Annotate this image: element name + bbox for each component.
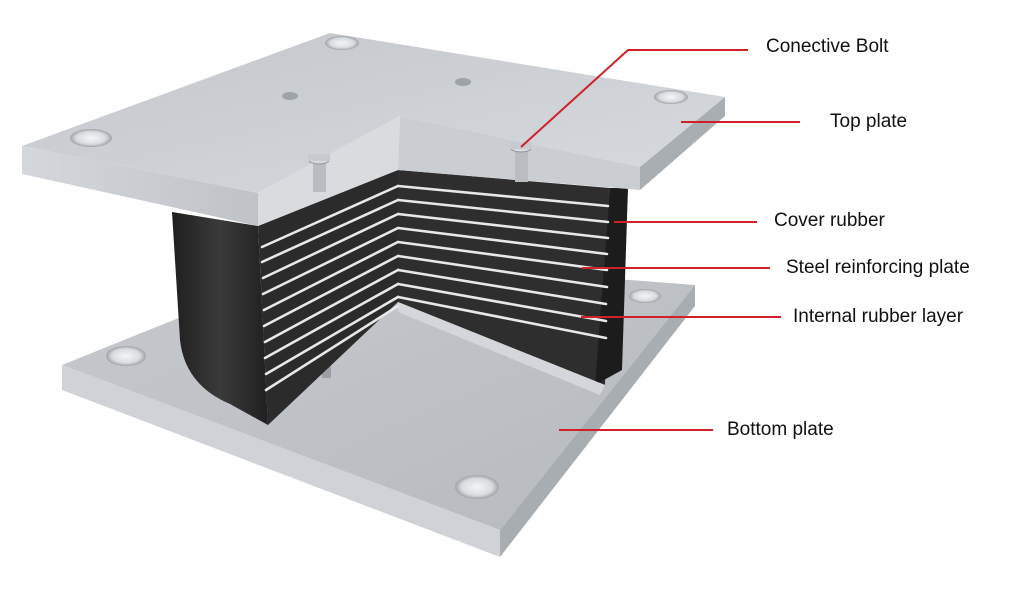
steel-shims-left: [260, 184, 400, 392]
top-plate-front-edge: [22, 146, 258, 226]
top-bolt-hole-left: [70, 129, 112, 147]
top-plate-right-edge: [640, 97, 725, 190]
top-plate-top-face: [22, 33, 725, 193]
bottom-dowel-left: [322, 366, 331, 378]
bottom-bolt-hole-left: [106, 346, 146, 366]
leader-lines: [520, 49, 800, 431]
steel-shims-right: [396, 184, 610, 340]
top-plate-cut-face-left: [258, 116, 400, 226]
cover-rubber-left-wall: [172, 212, 268, 425]
label-top-plate: Top plate: [830, 111, 908, 132]
label-steel-reinforcing-plate: Steel reinforcing plate: [786, 257, 970, 278]
label-conective-bolt: Conective Bolt: [766, 36, 889, 57]
rubber-core: [172, 170, 628, 425]
label-cover-rubber: Cover rubber: [774, 210, 885, 231]
bottom-plate-front-edge: [62, 365, 500, 557]
label-bottom-plate: Bottom plate: [727, 419, 834, 440]
bottom-bolt-hole-right: [629, 289, 661, 303]
bottom-plate-side-edge: [500, 285, 695, 557]
cut-floor-strip: [398, 302, 605, 395]
bottom-bolt-hole-front: [455, 475, 499, 499]
top-bolt-hole-back: [325, 36, 359, 50]
connective-bolt-right: [510, 142, 532, 182]
connective-bolt-left: [308, 154, 330, 192]
leader-bolt: [520, 49, 748, 148]
label-internal-rubber-layer: Internal rubber layer: [793, 306, 964, 327]
cut-face-right: [398, 170, 610, 385]
top-pin-hole-left: [282, 92, 298, 100]
top-bolt-hole-right: [654, 90, 688, 104]
cover-rubber-right-wall: [595, 188, 628, 385]
top-pin-hole-center: [455, 78, 471, 86]
